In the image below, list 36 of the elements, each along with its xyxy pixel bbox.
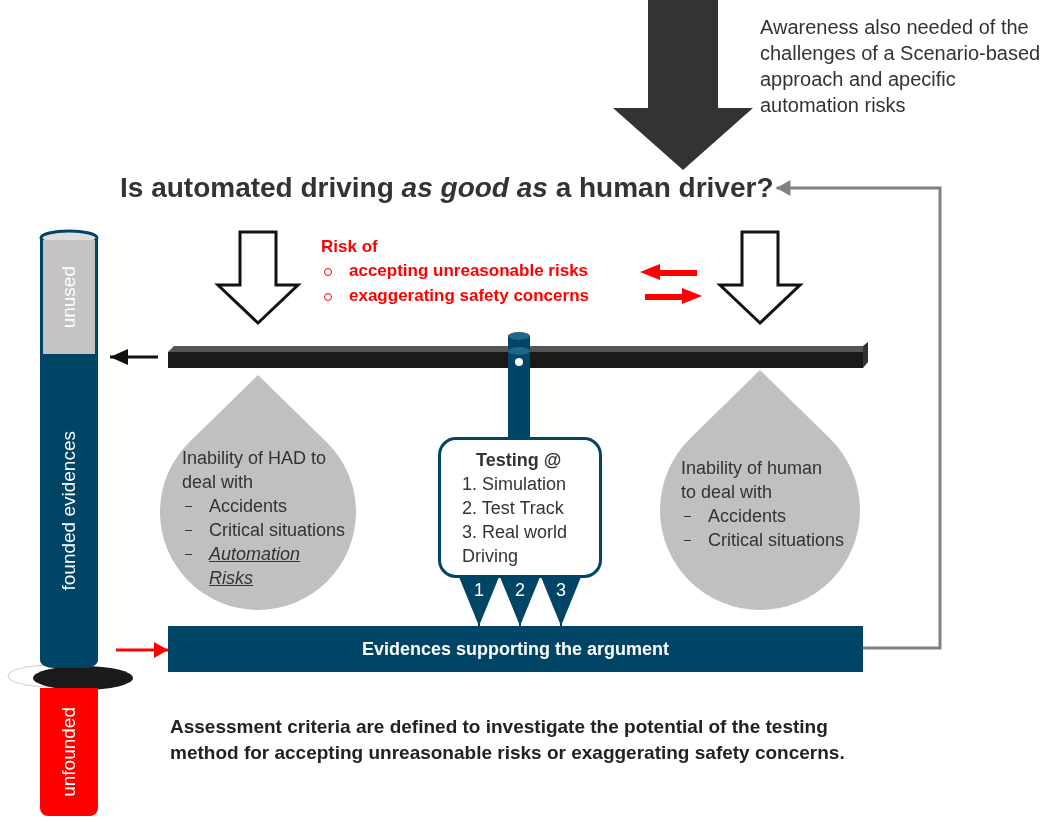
edge-label: 2	[515, 580, 525, 600]
risk-text: exaggerating safety concerns	[349, 286, 589, 306]
list-item: Critical situations	[708, 530, 845, 550]
list-item: Automation Risks	[209, 544, 301, 588]
annotation-text: Awareness also needed of the challenges of a Scenario-based approach and apecific automation risks	[760, 14, 1050, 118]
list-item: Accidents	[209, 496, 288, 516]
list-item: 3. Real world Driving	[462, 521, 569, 568]
evidence-bar	[168, 626, 863, 672]
risk-text: Risk of	[321, 237, 378, 257]
testing-card	[438, 437, 602, 578]
pillar-segment	[40, 688, 98, 816]
spike-arrow	[459, 575, 499, 627]
edge-label: 3	[556, 580, 566, 600]
edge-label: 1	[474, 580, 484, 600]
spike-arrow	[541, 575, 581, 627]
list-item: 2. Test Track	[462, 497, 565, 520]
arrow	[110, 349, 158, 365]
segment-label: unfounded	[58, 707, 80, 797]
note-text: Assessment criteria are defined to investigate the potential of the testing method for accepting unreasonable risks or exaggerating safety concerns.	[170, 715, 846, 765]
risk-text: accepting unreasonable risks	[349, 261, 589, 281]
feedback-arrow	[776, 180, 942, 650]
segment-label: unused	[58, 265, 80, 329]
segment-label: founded evidences	[58, 431, 80, 591]
drop-text: Inability of HAD to deal with	[182, 447, 328, 494]
drop-text: Inability of human to deal with	[681, 457, 824, 504]
bar-label: Evidences supporting the argument	[361, 638, 669, 660]
list-item: 1. Simulation	[462, 473, 568, 496]
question-heading: Is automated driving as good as a human driver?	[120, 168, 774, 208]
arrow	[116, 642, 168, 658]
spike-arrow	[500, 575, 540, 627]
card-heading: Testing @	[475, 449, 563, 472]
list-item: Accidents	[708, 506, 787, 526]
pillar-segment	[40, 354, 98, 668]
large-arrow	[613, 0, 753, 170]
list-item: Critical situations	[209, 520, 346, 540]
pillar-segment	[40, 240, 98, 354]
